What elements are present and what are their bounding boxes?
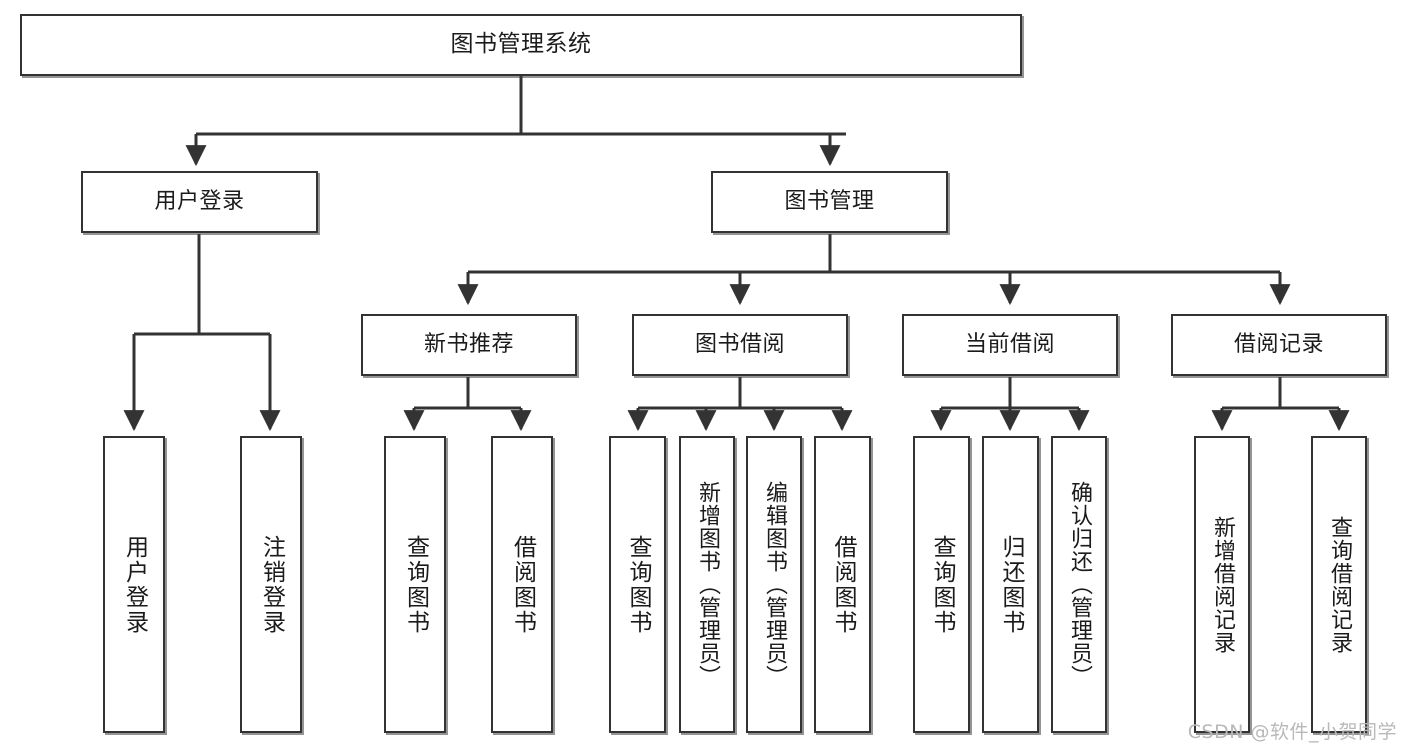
node-label: 图书管理系统 [450, 31, 592, 58]
node-book-manage[interactable]: 图书管理 [711, 171, 948, 233]
node-label: 借阅图书 [830, 534, 856, 635]
leaf-edit-book[interactable]: 编辑图书（管理员） [746, 436, 802, 733]
leaf-query-borrow-record[interactable]: 查询借阅记录 [1311, 436, 1367, 733]
node-label: 查询借阅记录 [1327, 515, 1352, 654]
node-borrow-record[interactable]: 借阅记录 [1171, 314, 1387, 376]
node-label: 新增借阅记录 [1210, 515, 1235, 654]
node-label: 当前借阅 [964, 331, 1055, 357]
node-label: 图书借阅 [694, 331, 785, 357]
node-label: 查询图书 [402, 534, 429, 635]
node-label: 查询图书 [929, 534, 955, 635]
leaf-logout-login[interactable]: 注销登录 [240, 436, 302, 733]
leaf-add-borrow-record[interactable]: 新增借阅记录 [1194, 436, 1250, 733]
watermark: CSDN @软件_小贺同学 [1187, 721, 1397, 743]
leaf-query-book-current[interactable]: 查询图书 [913, 436, 970, 733]
node-label: 新书推荐 [423, 331, 514, 357]
node-user-login[interactable]: 用户登录 [81, 171, 318, 233]
node-label: 图书管理 [784, 188, 875, 214]
node-label: 编辑图书（管理员） [762, 481, 787, 688]
leaf-add-book[interactable]: 新增图书（管理员） [679, 436, 735, 733]
node-label: 借阅记录 [1233, 331, 1324, 357]
node-label: 注销登录 [258, 534, 285, 635]
node-new-book-recommend[interactable]: 新书推荐 [361, 314, 577, 376]
node-current-borrow[interactable]: 当前借阅 [902, 314, 1118, 376]
leaf-confirm-return[interactable]: 确认归还（管理员） [1051, 436, 1107, 733]
leaf-borrow-book-recommend[interactable]: 借阅图书 [491, 436, 553, 733]
leaf-return-book[interactable]: 归还图书 [982, 436, 1039, 733]
node-label: 归还图书 [998, 534, 1024, 635]
node-label: 用户登录 [154, 188, 245, 214]
node-label: 用户登录 [121, 534, 148, 635]
node-label: 新增图书（管理员） [695, 481, 720, 688]
leaf-query-book-recommend[interactable]: 查询图书 [384, 436, 446, 733]
leaf-user-login[interactable]: 用户登录 [103, 436, 165, 733]
node-book-borrow[interactable]: 图书借阅 [632, 314, 848, 376]
node-root-system[interactable]: 图书管理系统 [20, 14, 1022, 76]
leaf-borrow-book-borrow[interactable]: 借阅图书 [814, 436, 871, 733]
node-label: 借阅图书 [509, 534, 536, 635]
leaf-query-book-borrow[interactable]: 查询图书 [609, 436, 666, 733]
node-label: 查询图书 [625, 534, 651, 635]
node-label: 确认归还（管理员） [1067, 481, 1092, 688]
